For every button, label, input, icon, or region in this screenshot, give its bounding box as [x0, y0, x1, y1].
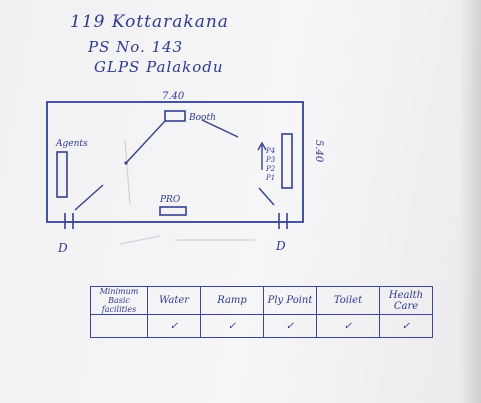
ply-point-header-cell: Ply Point	[263, 286, 317, 315]
officer-label-p3: P3	[265, 156, 276, 164]
pro-box	[159, 206, 187, 216]
facilities-value-cell	[90, 314, 148, 338]
pro-label: PRO	[159, 195, 181, 205]
agents-label: Agents	[55, 139, 88, 149]
ramp-header-cell: Ramp	[200, 286, 264, 315]
polling-station-number: PS No. 143	[88, 38, 184, 56]
flow-dot	[124, 161, 128, 165]
officer-label-p4: P4	[265, 147, 275, 155]
door-left-marks	[64, 213, 74, 229]
table-header-row: Minimum Basic facilities Water Ramp Ply …	[90, 286, 433, 315]
flow-arrow-head	[257, 141, 267, 151]
health-care-header-cell: Health Care	[379, 286, 433, 315]
officers-box	[281, 133, 293, 189]
ply-point-tick: ✓	[263, 314, 317, 338]
toilet-tick: ✓	[316, 314, 380, 338]
officer-label-p1: P1	[265, 174, 275, 182]
school-name: GLPS Palakodu	[94, 58, 224, 76]
top-dimension: 7.40	[162, 91, 185, 102]
agents-box	[56, 151, 68, 198]
booth-label: Booth	[188, 113, 216, 123]
officer-label-p2: P2	[265, 165, 276, 173]
water-tick: ✓	[147, 314, 201, 338]
table-row: ✓ ✓ ✓ ✓ ✓	[90, 314, 433, 338]
door-left-label: D	[57, 241, 68, 255]
side-dimension: 5.40	[313, 140, 324, 163]
water-header-cell: Water	[147, 286, 201, 315]
ramp-tick: ✓	[200, 314, 264, 338]
facilities-header-cell: Minimum Basic facilities	[90, 286, 148, 315]
flow-line-exit	[258, 187, 275, 206]
door-right-label: D	[275, 239, 286, 253]
toilet-header-cell: Toilet	[316, 286, 380, 315]
flow-line-agents	[74, 184, 104, 211]
room-outline	[46, 101, 304, 223]
flow-line-booth-right	[201, 119, 239, 138]
door-right-marks	[278, 213, 288, 229]
bleed-through-marks	[119, 139, 255, 245]
constituency-line: 119 Kottarakana	[70, 12, 229, 32]
basic-facilities-table: Minimum Basic facilities Water Ramp Ply …	[90, 286, 433, 338]
booth-box	[164, 110, 186, 122]
health-care-tick: ✓	[379, 314, 433, 338]
flow-line-booth-left	[125, 120, 166, 164]
